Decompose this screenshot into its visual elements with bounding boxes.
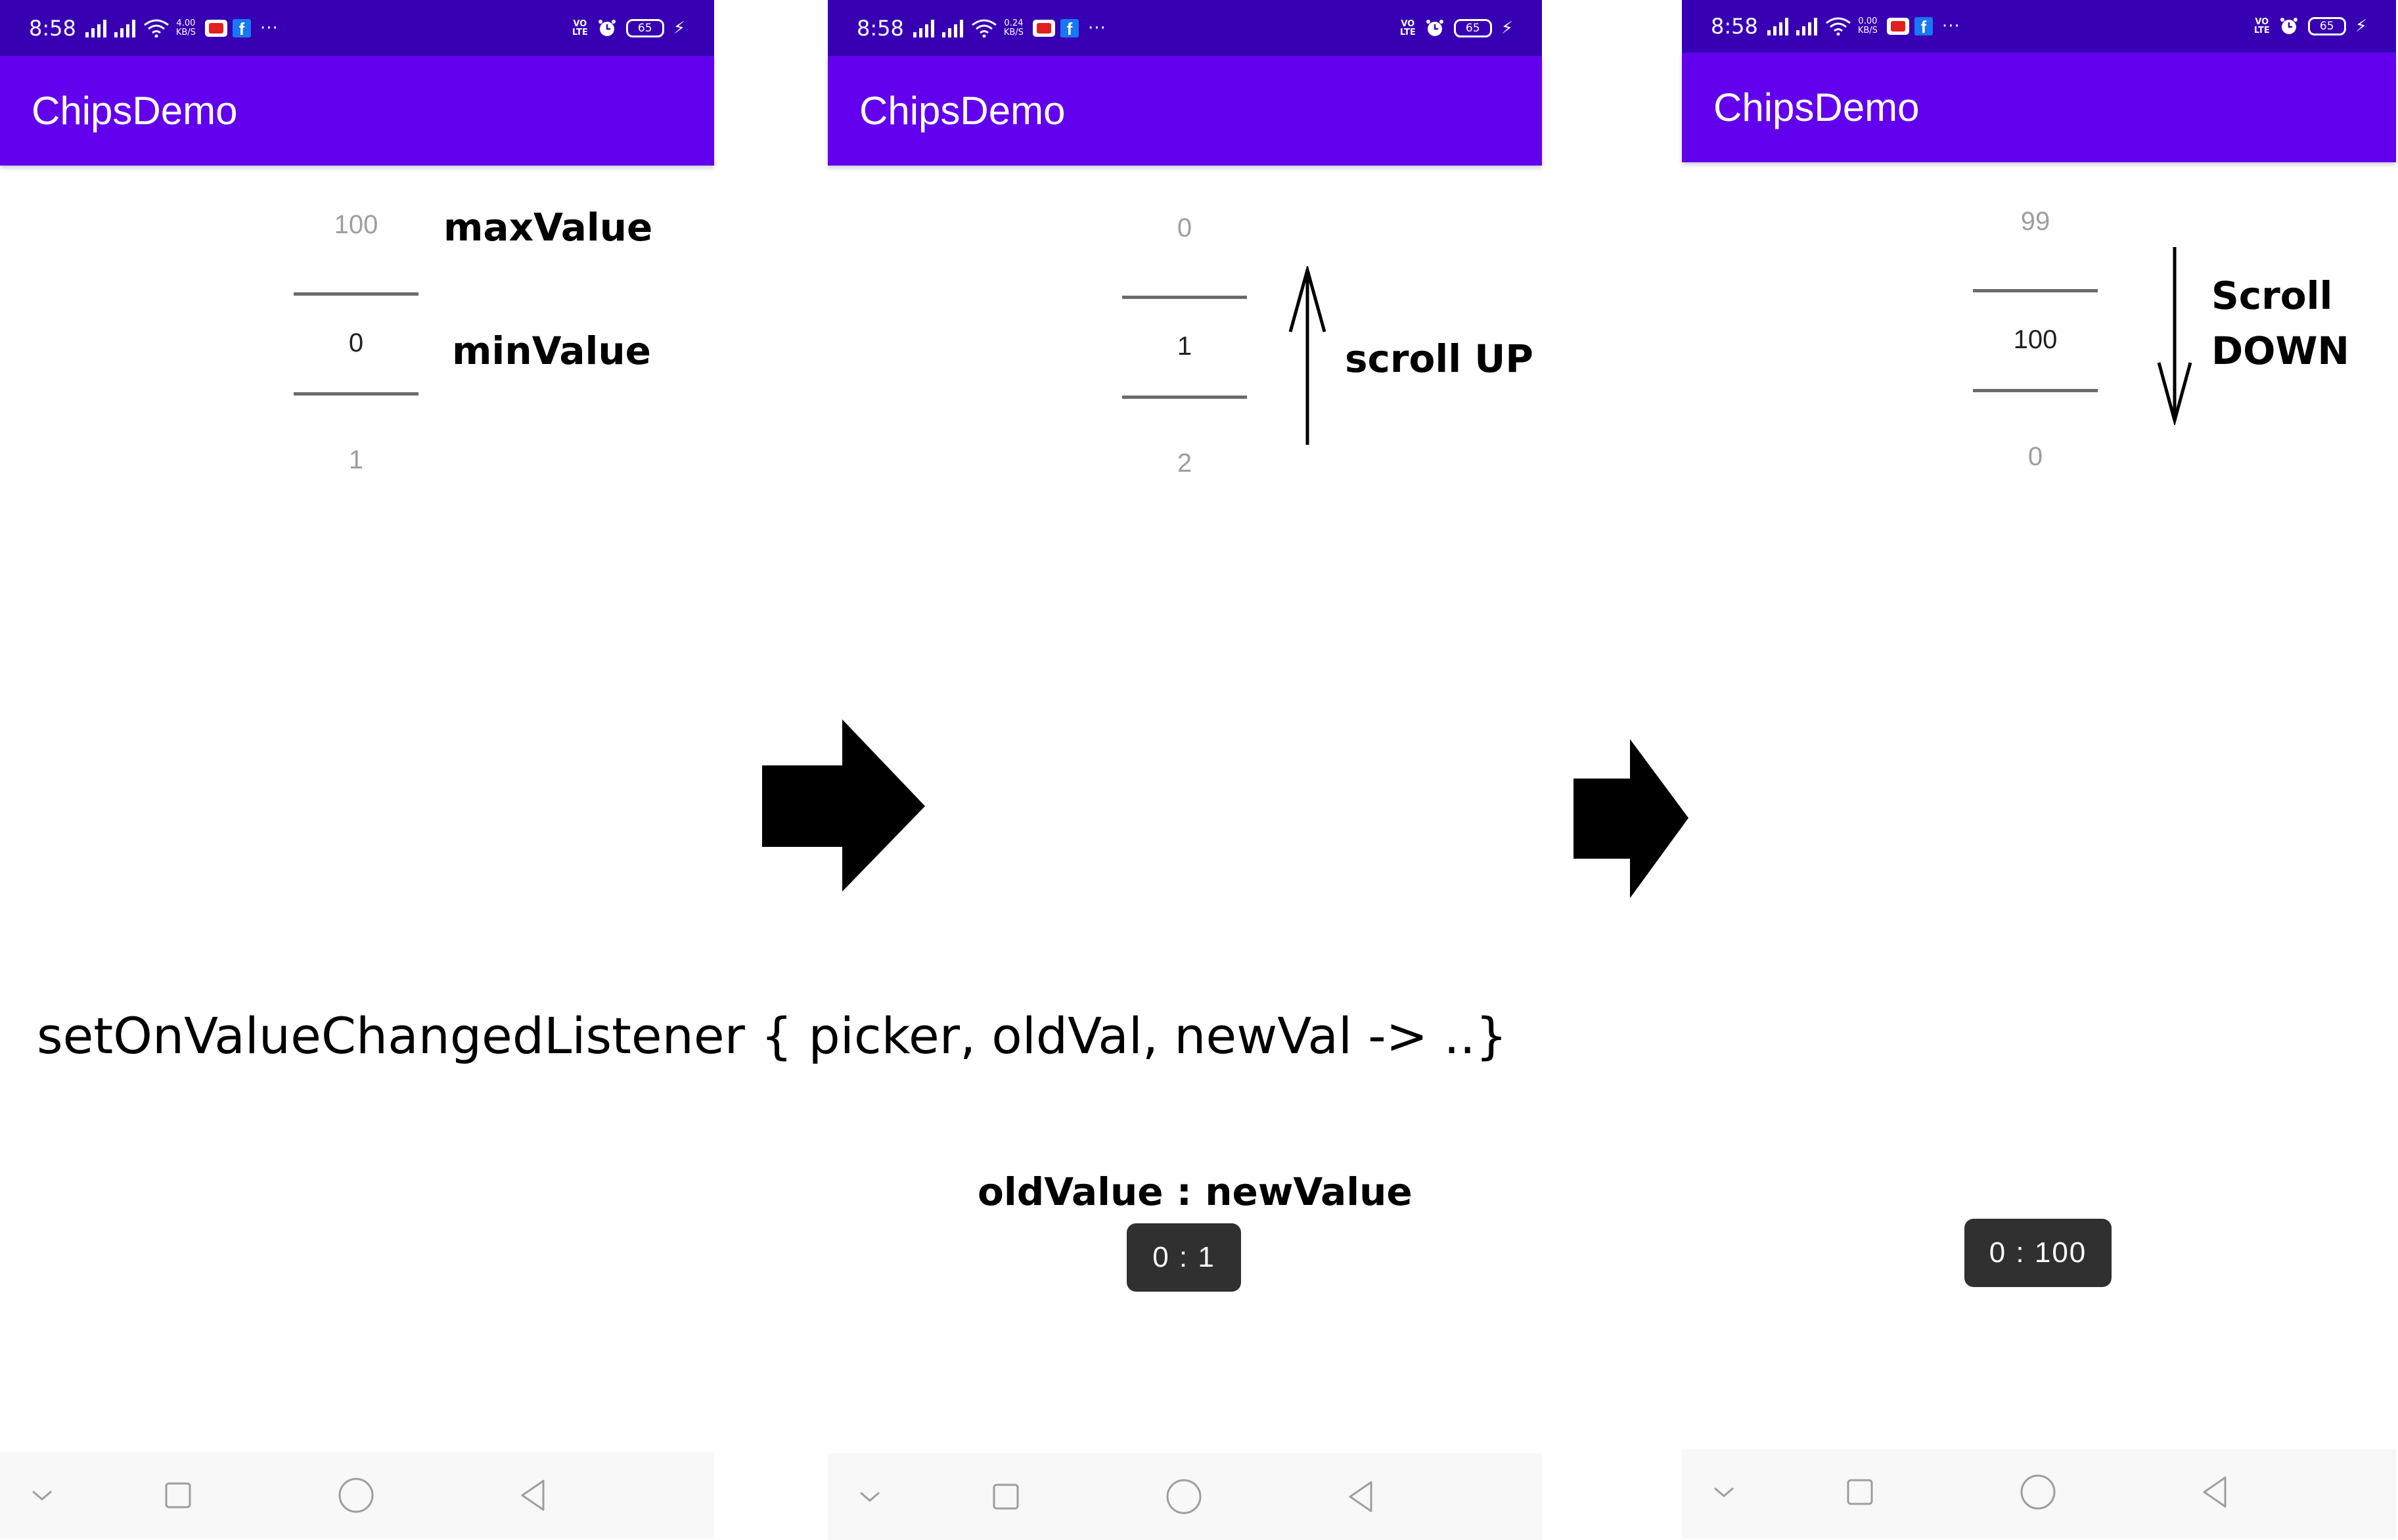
alarm-icon [1426,19,1443,36]
app-title: ChipsDemo [32,89,238,133]
wifi-icon [143,19,169,37]
wifi-icon [1825,17,1851,35]
number-picker[interactable]: 99 100 0 [1973,200,2098,496]
picker-divider [1973,389,2098,392]
app-title: ChipsDemo [859,89,1066,133]
down-arrow-icon [2157,247,2192,425]
picker-divider [1973,289,2098,292]
facebook-icon: f [232,18,251,39]
picker-value-selected[interactable]: 0 [348,328,364,357]
battery-icon: 65 [1453,18,1492,37]
app-bar: ChipsDemo [1682,53,2396,162]
up-arrow-icon [1288,266,1326,445]
picker-value-below[interactable]: 2 [1177,449,1192,478]
picker-value-below[interactable]: 0 [2027,442,2043,471]
picker-value-above[interactable]: 99 [2020,207,2050,236]
signal-icon [941,19,963,37]
battery-icon: 65 [2307,17,2346,35]
signal-icon [913,19,934,37]
annotation-min-value: minValue [452,328,651,373]
app-title: ChipsDemo [1713,85,1920,129]
navigation-bar [828,1453,1542,1540]
navigation-bar [0,1452,714,1539]
toast-caption: oldValue : newValue [978,1169,1413,1214]
charging-icon: ⚡ [1501,18,1513,38]
back-triangle-icon[interactable] [1344,1477,1380,1516]
signal-icon [1796,17,1817,35]
app-bar: ChipsDemo [828,56,1542,166]
right-arrow-icon [1573,739,1688,898]
circle-icon[interactable] [335,1476,377,1515]
more-notifications: ··· [260,18,279,38]
picker-value-selected[interactable]: 100 [2013,325,2058,354]
youtube-icon [204,19,227,37]
circle-icon[interactable] [1163,1477,1205,1516]
picker-divider [294,292,419,296]
annotation-max-value: maxValue [443,205,653,250]
annotation-scroll-down-line2: DOWN [2211,328,2349,373]
chevron-down-icon[interactable] [1708,1472,1740,1512]
chevron-down-icon[interactable] [26,1476,58,1515]
status-time: 8:58 [857,15,904,41]
picker-value-above[interactable]: 100 [334,210,378,239]
circle-icon[interactable] [2017,1472,2059,1512]
navigation-bar [1682,1449,2396,1539]
square-icon[interactable] [989,1477,1023,1516]
signal-icon [114,19,135,37]
wifi-icon [971,19,997,37]
picker-divider [294,392,419,396]
toast-message: 0 : 100 [1964,1219,2112,1287]
status-time: 8:58 [29,15,76,41]
annotation-scroll-up: scroll UP [1345,336,1533,381]
youtube-icon [1886,18,1909,35]
right-arrow-icon [762,719,925,892]
back-triangle-icon[interactable] [2198,1472,2234,1512]
alarm-icon [2280,18,2297,34]
facebook-icon: f [1060,18,1079,39]
charging-icon: ⚡ [673,18,685,38]
number-picker[interactable]: 0 1 2 [1122,207,1247,503]
annotation-scroll-down-line1: Scroll [2211,273,2333,318]
listener-caption: setOnValueChangedListener { picker, oldV… [37,1007,1508,1065]
battery-icon: 65 [625,18,664,37]
picker-divider [1122,296,1247,299]
picker-value-above[interactable]: 0 [1177,214,1192,242]
facebook-icon: f [1914,17,1933,37]
square-icon[interactable] [1843,1472,1877,1512]
chevron-down-icon[interactable] [854,1477,886,1516]
number-picker[interactable]: 100 0 1 [294,204,419,499]
youtube-icon [1032,19,1055,37]
signal-icon [85,19,106,37]
picker-divider [1122,396,1247,399]
toast-message: 0 : 1 [1127,1223,1241,1292]
alarm-icon [598,19,616,36]
more-notifications: ··· [1941,16,1960,36]
square-icon[interactable] [161,1476,195,1515]
signal-icon [1767,17,1788,35]
back-triangle-icon[interactable] [516,1476,553,1515]
more-notifications: ··· [1087,18,1106,38]
picker-value-below[interactable]: 1 [348,445,364,474]
status-time: 8:58 [1711,14,1758,39]
app-bar: ChipsDemo [0,56,714,166]
charging-icon: ⚡ [2355,16,2367,36]
picker-value-selected[interactable]: 1 [1177,332,1192,361]
